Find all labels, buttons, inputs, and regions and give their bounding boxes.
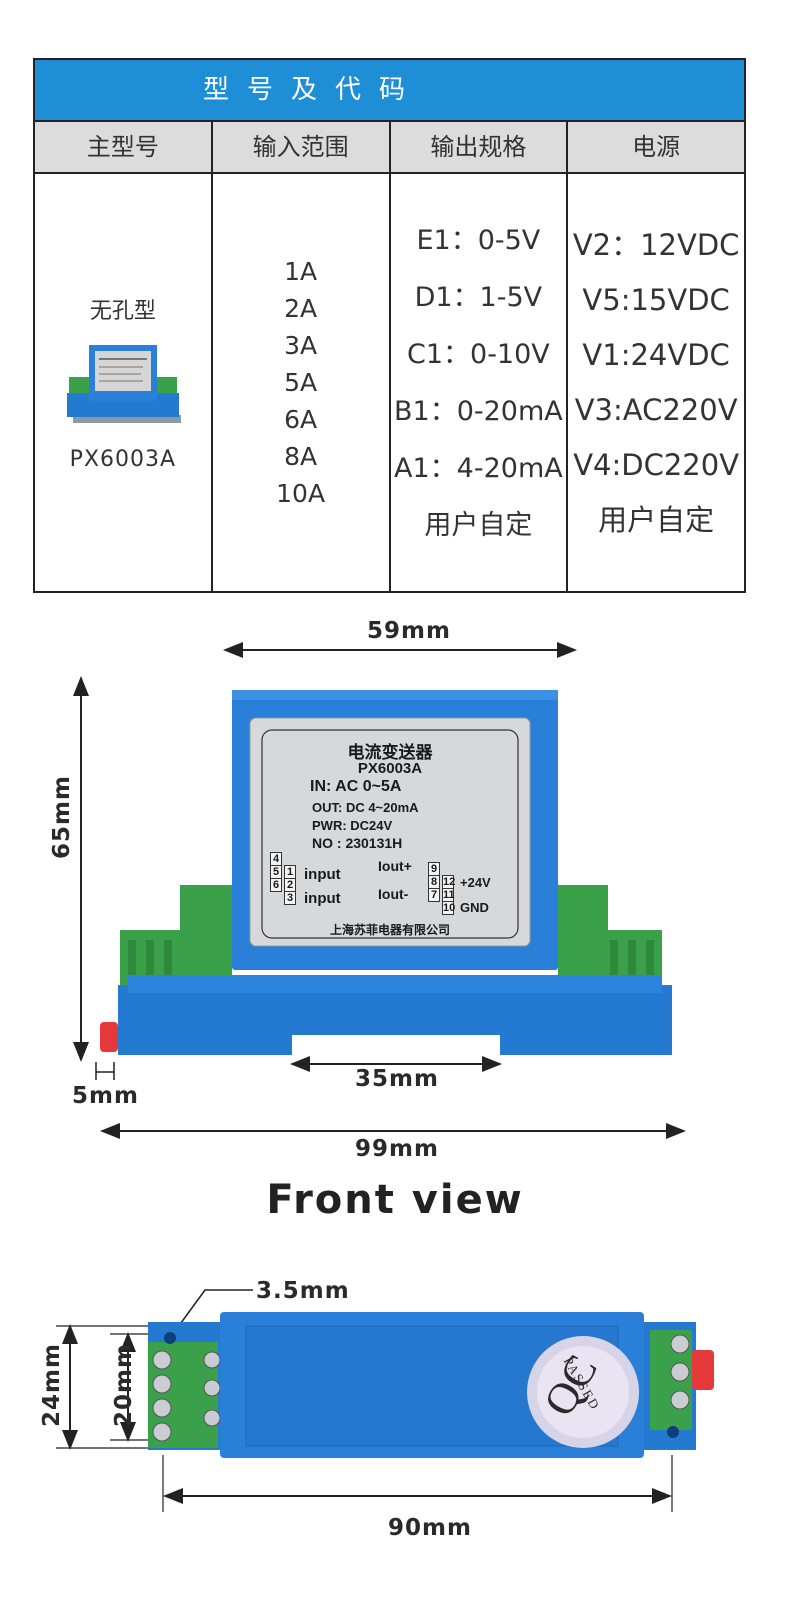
model-thumbnail: [66, 345, 181, 423]
label-iout-plus: Iout+: [378, 858, 412, 874]
range-item: 8A: [284, 442, 318, 471]
range-item: 6A: [284, 405, 318, 434]
output-item: 用户自定: [424, 509, 533, 541]
table-header-row: 主型号 输入范围 输出规格 电源: [35, 120, 744, 174]
range-item: 1A: [284, 257, 318, 286]
model-code: PX6003A: [69, 447, 177, 472]
label-gnd: GND: [460, 900, 489, 915]
cell-power: V2：12VDC V5:15VDC V1:24VDC V3:AC220V V4:…: [568, 174, 744, 591]
header-input-range: 输入范围: [213, 122, 391, 172]
label-title: 电流变送器: [347, 743, 433, 762]
power-item: V1:24VDC: [582, 337, 730, 372]
pin-label: 3: [284, 891, 296, 905]
pin-label: 7: [428, 888, 440, 902]
label-iout-minus: Iout-: [378, 886, 409, 902]
dim-length: 90mm: [388, 1515, 472, 1541]
output-item: B1：0-20mA: [394, 395, 563, 427]
label-input: IN: AC 0~5A: [310, 778, 402, 795]
range-item: 2A: [284, 294, 318, 323]
pin-label: 4: [270, 852, 282, 866]
pin-label: 6: [270, 878, 282, 892]
table-body-row: 无孔型 PX6003A 1A 2A 3A 5A 6A 8A 10A: [35, 174, 744, 591]
header-main-model: 主型号: [35, 122, 213, 172]
label-serial: NO : 230131H: [312, 835, 403, 851]
dim-margin: 5mm: [72, 1083, 139, 1109]
label-input-1: input: [304, 866, 341, 883]
device-front: [100, 690, 672, 1055]
power-item: 用户自定: [598, 502, 715, 537]
output-item: C1：0-10V: [406, 338, 550, 370]
dim-width-total: 99mm: [355, 1136, 439, 1162]
label-output: OUT: DC 4~20mA: [312, 800, 419, 815]
label-power: PWR: DC24V: [312, 818, 393, 833]
pin-label: 12: [442, 875, 456, 889]
label-24v: +24V: [460, 875, 491, 890]
dim-hole: 3.5mm: [256, 1278, 350, 1304]
power-item: V2：12VDC: [572, 227, 740, 262]
range-item: 10A: [276, 479, 326, 508]
range-item: 3A: [284, 331, 318, 360]
dim-width-top: 59mm: [367, 618, 451, 644]
dim-height-outer: 24mm: [38, 1343, 65, 1427]
label-input-2: input: [304, 890, 341, 907]
output-item: D1：1-5V: [414, 281, 543, 313]
range-item: 5A: [284, 368, 318, 397]
pin-label: 8: [428, 875, 440, 889]
model-name: 无孔型: [89, 299, 156, 324]
output-item: A1：4-20mA: [394, 452, 563, 484]
pin-label: 10: [442, 901, 456, 915]
table-banner: 型号及代码: [35, 60, 744, 120]
pin-label: 5: [270, 865, 282, 879]
pin-label: 11: [442, 888, 455, 902]
output-item: E1：0-5V: [416, 224, 541, 256]
cell-output-spec: E1：0-5V D1：1-5V C1：0-10V B1：0-20mA A1：4-…: [391, 174, 569, 591]
device-top: [148, 1312, 714, 1458]
section-title: Front view: [266, 1177, 524, 1223]
pin-label: 1: [284, 865, 296, 879]
dim-rail: 35mm: [355, 1066, 439, 1092]
pin-label: 9: [428, 862, 440, 876]
power-item: V5:15VDC: [582, 282, 730, 317]
cell-model: 无孔型 PX6003A: [35, 174, 213, 591]
device-label: 电流变送器 PX6003A IN: AC 0~5A OUT: DC 4~20mA…: [250, 718, 530, 946]
dim-height: 65mm: [48, 775, 75, 859]
spec-table: 型号及代码 主型号 输入范围 输出规格 电源 无孔型 PX6003A 1A: [33, 58, 746, 593]
cell-input-range: 1A 2A 3A 5A 6A 8A 10A: [213, 174, 391, 591]
header-output-spec: 输出规格: [391, 122, 569, 172]
label-model: PX6003A: [357, 760, 423, 777]
label-company: 上海苏菲电器有限公司: [329, 923, 450, 937]
power-item: V4:DC220V: [573, 447, 740, 482]
dim-height-inner: 20mm: [110, 1343, 137, 1427]
header-power: 电源: [632, 133, 681, 161]
pin-label: 2: [284, 878, 296, 892]
power-item: V3:AC220V: [574, 392, 738, 427]
